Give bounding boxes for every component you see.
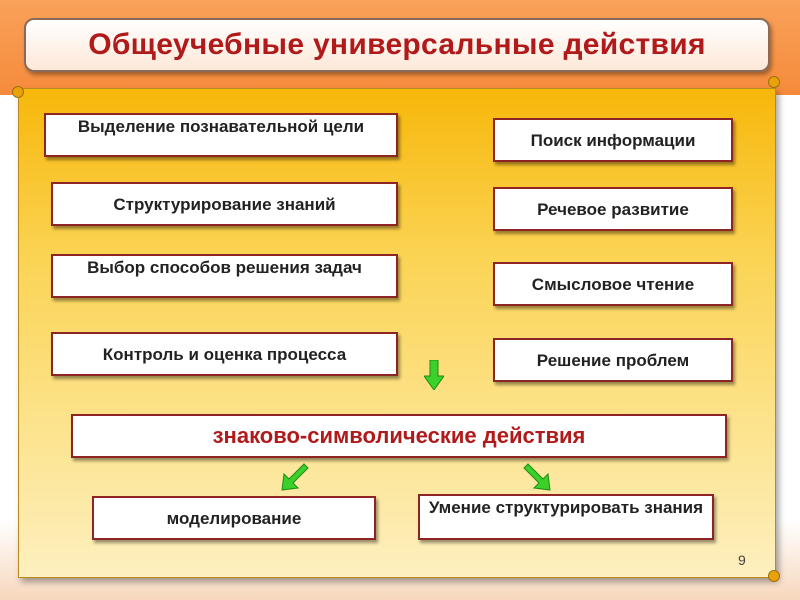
bottom-item-structuring-skill: Умение структурировать знания <box>418 494 714 540</box>
right-item-problems: Решение проблем <box>493 338 733 382</box>
left-item-control: Контроль и оценка процесса <box>51 332 398 376</box>
right-item-speech: Речевое развитие <box>493 187 733 231</box>
arrow-down-right-icon <box>523 463 551 491</box>
left-item-goal: Выделение познавательной цели <box>44 113 398 157</box>
scroll-curl-bottom-right <box>768 570 780 582</box>
title-box: Общеучебные универсальные действия <box>24 18 770 72</box>
arrow-down-left-icon <box>281 463 309 491</box>
arrow-down-icon <box>424 360 444 390</box>
page-title: Общеучебные универсальные действия <box>88 28 706 61</box>
bottom-item-modeling: моделирование <box>92 496 376 540</box>
left-item-methods: Выбор способов решения задач <box>51 254 398 298</box>
central-box: знаково-символические действия <box>71 414 727 458</box>
scroll-curl-top-right <box>768 76 780 88</box>
left-item-structuring: Структурирование знаний <box>51 182 398 226</box>
page-number: 9 <box>738 552 746 568</box>
right-item-search: Поиск информации <box>493 118 733 162</box>
right-item-reading: Смысловое чтение <box>493 262 733 306</box>
scroll-curl-top-left <box>12 86 24 98</box>
